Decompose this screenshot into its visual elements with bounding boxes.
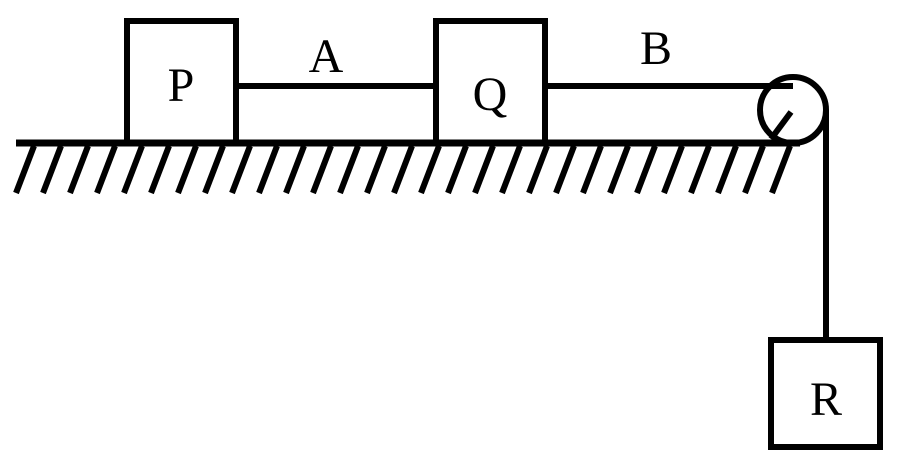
hatch-mark [40, 144, 64, 195]
string-b-label: B [640, 22, 672, 75]
hatch-mark [553, 144, 577, 195]
pulley-axle-mount [768, 110, 794, 141]
string-a-label: A [309, 30, 344, 83]
hatch-mark [715, 144, 739, 195]
hatch-mark [67, 144, 91, 195]
hatch-mark [472, 144, 496, 195]
block-q [433, 18, 548, 146]
hatch-mark [202, 144, 226, 195]
block-p [124, 18, 239, 146]
hatch-mark [526, 144, 550, 195]
block-p-label: P [168, 59, 195, 112]
hatch-mark [283, 144, 307, 195]
hatch-mark [769, 144, 793, 195]
hatch-mark [256, 144, 280, 195]
hatch-mark [310, 144, 334, 195]
block-q-label: Q [473, 68, 508, 121]
hatch-mark [607, 144, 631, 195]
hatch-mark [580, 144, 604, 195]
hatch-mark [742, 144, 766, 195]
hatch-mark [499, 144, 523, 195]
hatch-mark [688, 144, 712, 195]
block-r [768, 337, 883, 450]
hatch-mark [121, 144, 145, 195]
hatch-mark [337, 144, 361, 195]
hatch-mark [391, 144, 415, 195]
hatch-mark [175, 144, 199, 195]
hatch-mark [661, 144, 685, 195]
hatch-mark [13, 144, 37, 195]
hatch-mark [634, 144, 658, 195]
hatch-mark [418, 144, 442, 195]
hatch-mark [445, 144, 469, 195]
hatch-mark [148, 144, 172, 195]
block-r-label: R [810, 373, 842, 426]
ground-hatching [13, 144, 793, 195]
hatch-mark [229, 144, 253, 195]
hatch-mark [94, 144, 118, 195]
hatch-mark [364, 144, 388, 195]
